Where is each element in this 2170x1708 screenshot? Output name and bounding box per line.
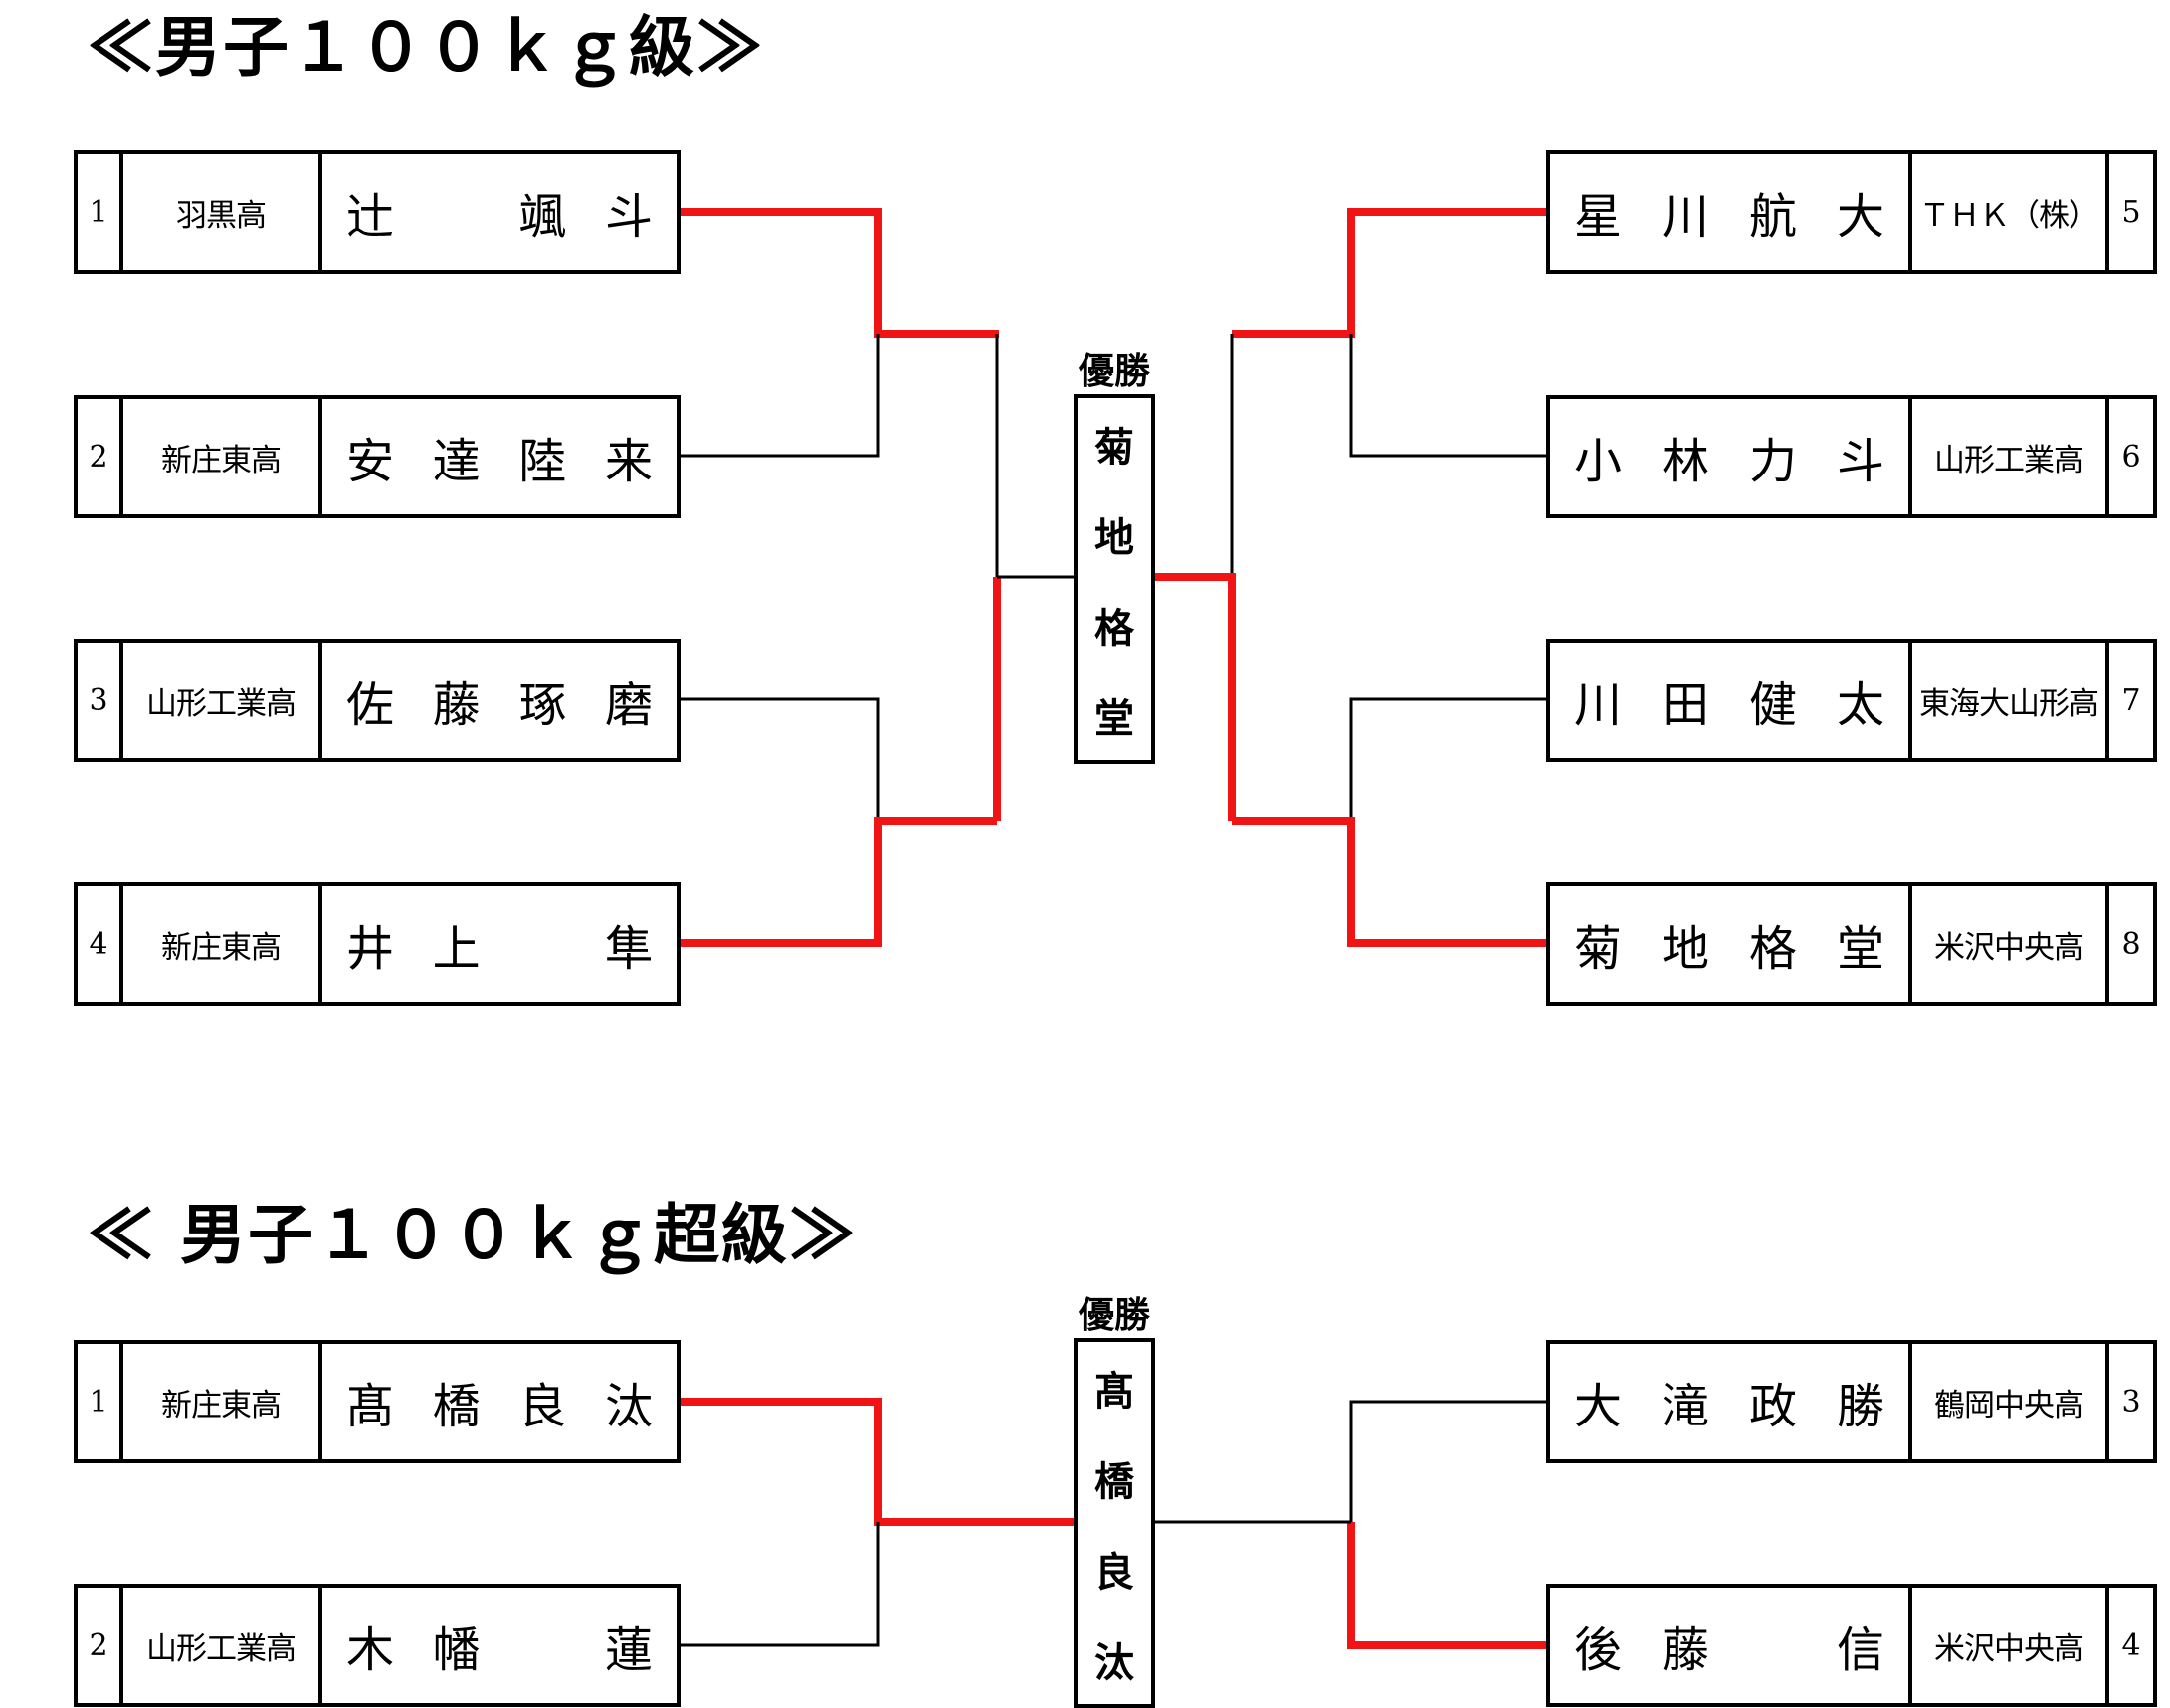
school-name: 山形工業高 xyxy=(1908,395,2109,518)
seed-number: 4 xyxy=(74,882,123,1006)
seed-number: 4 xyxy=(2105,1584,2157,1707)
school-name: 米沢中央高 xyxy=(1908,1584,2109,1707)
champion-char: 橋 xyxy=(1094,1457,1134,1505)
school-name: ＴＨＫ（株） xyxy=(1908,150,2109,274)
line-left-1 xyxy=(681,208,999,338)
champion-box: 髙 橋 良 汰 xyxy=(1074,1338,1155,1708)
seed-number: 5 xyxy=(2105,150,2157,274)
line-right-8 xyxy=(1232,817,1546,947)
school-name: 新庄東高 xyxy=(119,882,322,1006)
athlete-name: 川田健太 xyxy=(1546,639,1912,762)
line-left-4 xyxy=(681,817,997,947)
champion-label: 優勝 xyxy=(1078,350,1150,392)
athlete-name: 後藤信 xyxy=(1546,1584,1912,1707)
athlete-name: 安達陸来 xyxy=(318,395,681,518)
school-name: 新庄東高 xyxy=(119,1340,322,1463)
athlete-name: 小林力斗 xyxy=(1546,395,1912,518)
athlete-name: 大滝政勝 xyxy=(1546,1340,1912,1463)
athlete-name: 木幡蓮 xyxy=(318,1584,681,1707)
bracket-title-over-100kg: ≪ 男子１００ｋｇ超級≫ xyxy=(88,1196,857,1273)
champion-label: 優勝 xyxy=(1078,1294,1150,1336)
athlete-name: 辻颯斗 xyxy=(318,150,681,274)
line-left-2-b2 xyxy=(681,1522,880,1647)
line-right-7 xyxy=(1349,697,1546,821)
bracket-title-100kg: ≪男子１００ｋｇ級≫ xyxy=(88,8,764,86)
seed-number: 3 xyxy=(2105,1340,2157,1463)
seed-number: 6 xyxy=(2105,395,2157,518)
line-left-3 xyxy=(681,697,880,821)
champion-char: 地 xyxy=(1094,513,1134,561)
line-right-4-b2 xyxy=(1347,1522,1546,1649)
seed-number: 7 xyxy=(2105,639,2157,762)
line-right-5 xyxy=(1232,208,1546,338)
seed-number: 2 xyxy=(74,1584,123,1707)
line-left-2 xyxy=(681,334,880,458)
champion-char: 菊 xyxy=(1094,423,1134,471)
champion-char: 格 xyxy=(1094,604,1134,652)
champion-char: 汰 xyxy=(1094,1638,1134,1686)
seed-number: 8 xyxy=(2105,882,2157,1006)
line-left-1-b2 xyxy=(681,1398,1074,1526)
champion-char: 良 xyxy=(1094,1548,1134,1596)
champion-char: 髙 xyxy=(1094,1367,1134,1415)
seed-number: 1 xyxy=(74,1340,123,1463)
line-right-3-b2 xyxy=(1349,1400,1546,1522)
school-name: 新庄東高 xyxy=(119,395,322,518)
athlete-name: 髙橋良汰 xyxy=(318,1340,681,1463)
line-right-6 xyxy=(1349,334,1546,458)
champion-box: 菊 地 格 堂 xyxy=(1074,394,1155,764)
champion-char: 堂 xyxy=(1094,694,1134,742)
seed-number: 3 xyxy=(74,639,123,762)
athlete-name: 佐藤琢磨 xyxy=(318,639,681,762)
line-final-right xyxy=(1155,573,1236,821)
school-name: 鶴岡中央高 xyxy=(1908,1340,2109,1463)
athlete-name: 井上隼 xyxy=(318,882,681,1006)
school-name: 山形工業高 xyxy=(119,1584,322,1707)
school-name: 東海大山形高 xyxy=(1908,639,2109,762)
athlete-name: 菊地格堂 xyxy=(1546,882,1912,1006)
school-name: 山形工業高 xyxy=(119,639,322,762)
